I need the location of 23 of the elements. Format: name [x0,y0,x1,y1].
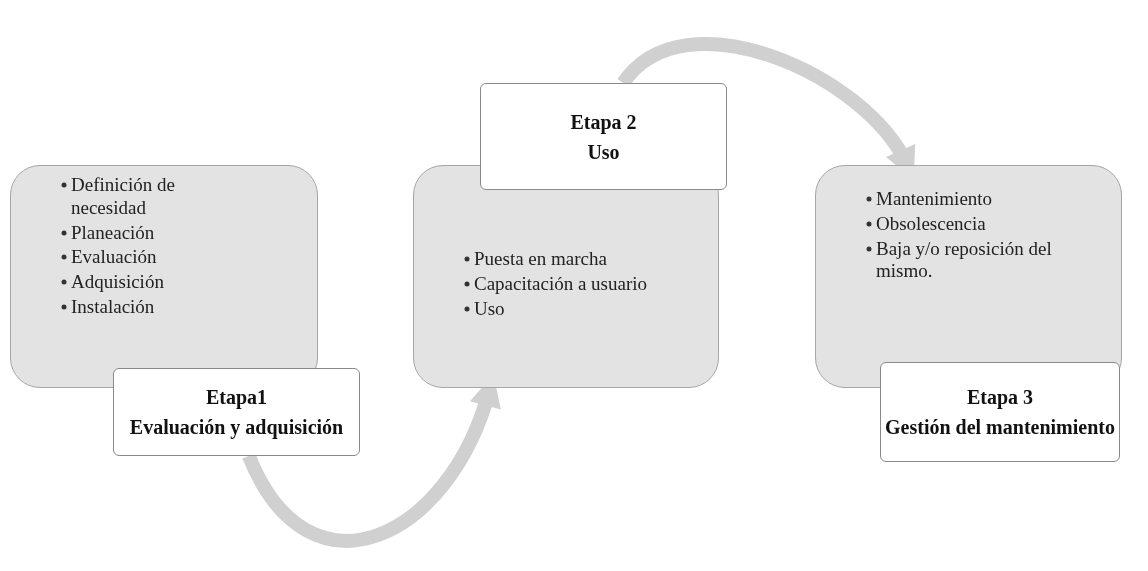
list-item-text: Obsolescencia [876,212,986,234]
list-item-text: Uso [474,297,505,319]
stage-panel [815,165,1122,388]
stage-number: Etapa 2 [570,110,637,133]
list-item-text: Adquisición [71,271,164,293]
list-item-text: Capacitación a usuario [474,272,648,294]
list-item-text: Evaluación [71,246,157,268]
stage-label-box [480,83,727,190]
stage-label-box [113,368,360,456]
list-item-text: Mantenimiento [876,188,993,209]
stage-panel [10,165,318,388]
stage-number: Etapa1 [205,386,268,408]
list-item-text: Planeación [71,221,155,243]
stage-title: Uso [587,140,620,163]
stage-title: Evaluación y adquisición [129,416,344,438]
stage-panel [413,165,719,388]
list-item-text: Instalación [71,296,155,317]
stage-number: Etapa 3 [966,386,1034,408]
stage-label-box [880,362,1120,462]
stage-title: Gestión del mantenimiento [885,416,1115,438]
list-item-text: Puesta en marcha [474,248,607,269]
list-item-text: Baja y/o reposición del mismo. [876,237,1052,282]
list-item-text: Definición de necesidad [71,174,175,218]
